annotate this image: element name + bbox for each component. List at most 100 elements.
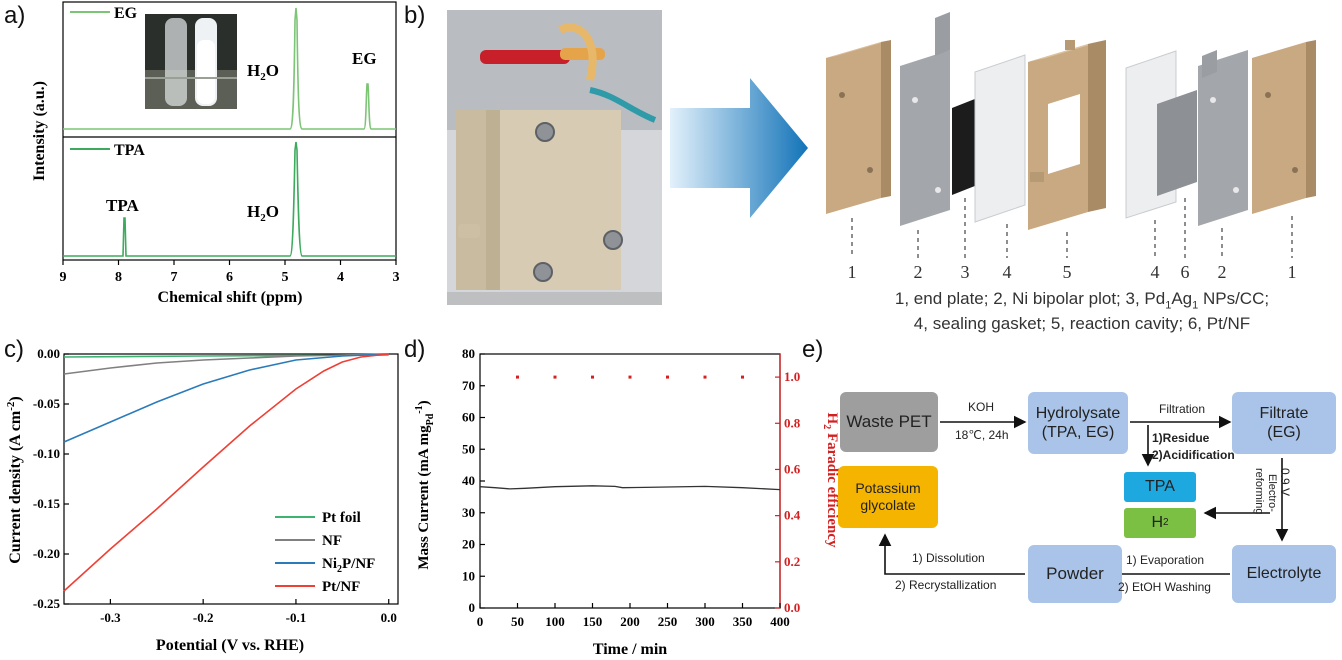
panel-c-ytick-label: -0.05: [33, 396, 61, 411]
residue-label: 1)Residue: [1152, 431, 1210, 445]
panel-d-right-tick-label: 1.0: [784, 369, 800, 384]
legend-tpa-label: TPA: [114, 142, 145, 159]
panel-d-ytick-label: 20: [462, 537, 475, 552]
panel-d-ylabel-right: H2 Faradic efficiency: [821, 413, 840, 548]
panel-d-xtick-label: 100: [545, 614, 565, 629]
legend-eg-label: EG: [114, 5, 138, 22]
panel-d-ytick-label: 10: [462, 568, 475, 583]
faradic-efficiency-point: [628, 375, 632, 379]
caption-line-2: 4, sealing gasket; 5, reaction cavity; 6…: [913, 314, 1251, 334]
part-number: 2: [914, 262, 923, 282]
panel-d-ytick-label: 70: [462, 378, 475, 393]
part-number: 4: [1003, 262, 1012, 282]
tpa-spectrum-line: [63, 141, 396, 257]
panel-c-legend-label: NF: [322, 533, 342, 549]
acidification-label: 2)Acidification: [1152, 448, 1235, 462]
potassium-glycolate-box: Potassium glycolate: [838, 466, 938, 528]
panel-c-ytick-label: 0.00: [37, 346, 60, 361]
big-blue-arrow: [670, 78, 808, 218]
panel-c-legend-label: Pt/NF: [322, 579, 360, 595]
panel-a-xtick-label: 5: [282, 270, 289, 285]
panel-c-ytick-label: -0.15: [33, 496, 61, 511]
panel-c-series-line: [63, 353, 389, 443]
panel-d-right-tick-label: 0.2: [784, 554, 800, 569]
part-leader-lines: [851, 198, 1293, 258]
panel-c-ylabel: Current density (A cm-2): [5, 396, 24, 564]
evaporation-label: 1) Evaporation: [1126, 553, 1205, 567]
caption-line-1: 1, end plate; 2, Ni bipolar plot; 3, Pd1…: [894, 289, 1270, 312]
electro-label-2: reforming: [1253, 468, 1265, 515]
filtrate-box: Filtrate (EG): [1232, 392, 1336, 454]
part-number: 5: [1063, 262, 1072, 282]
eg-spectrum-line: [63, 7, 396, 130]
panel-d-ytick-label: 0: [469, 600, 476, 615]
panel-d-ytick-label: 50: [462, 441, 475, 456]
panel-d-xtick-label: 300: [695, 614, 715, 629]
panel-b-caption: 1, end plate; 2, Ni bipolar plot; 3, Pd1…: [812, 288, 1342, 336]
part-number: 1: [848, 262, 857, 282]
tpa-h2o-peak-label: H2O: [247, 202, 279, 224]
filtrate-line-1: Filtrate: [1259, 404, 1309, 422]
potassium-line-1: Potassium: [855, 480, 921, 497]
electrolyte-box: Electrolyte: [1232, 545, 1336, 603]
panel-d-xtick-label: 400: [770, 614, 790, 629]
tpa-box: TPA: [1124, 472, 1196, 502]
part-number: 4: [1151, 262, 1160, 282]
panel-d-xtick-label: 150: [583, 614, 603, 629]
panel-a-letter: a): [4, 2, 26, 29]
vials-inset-photo: [145, 14, 237, 109]
faradic-efficiency-point: [591, 375, 594, 379]
panel-a-xtick-label: 8: [115, 270, 122, 285]
panel-d-xtick-label: 350: [733, 614, 753, 629]
panel-d-frame: [479, 353, 781, 609]
voltage-label: 0.9 V: [1278, 468, 1292, 497]
panel-d-xtick-label: 0: [477, 614, 484, 629]
exploded-parts: [826, 12, 1316, 230]
panel-d-ytick-label: 60: [462, 410, 475, 425]
panel-a-xtick-label: 9: [60, 270, 67, 285]
panel-d-xlabel: Time / min: [593, 641, 667, 658]
faradic-efficiency-point: [741, 375, 744, 379]
reactor-photo: [447, 10, 662, 305]
panel-d-ytick-label: 40: [462, 473, 475, 488]
filtrate-line-2: (EG): [1267, 424, 1301, 441]
panel-b-letter: b): [404, 2, 426, 29]
waste-pet-box: Waste PET: [840, 392, 938, 452]
flowchart-arrows: [878, 415, 1289, 581]
part-number: 1: [1288, 262, 1297, 282]
panel-d-ytick-label: 30: [462, 505, 475, 520]
tpa-peak-label: TPA: [106, 196, 139, 215]
panel-a-xtick-label: 6: [226, 270, 233, 285]
dissolution-label: 1) Dissolution: [912, 551, 985, 565]
panel-c-frame: [63, 353, 399, 605]
panel-d-right-tick-label: 0.0: [784, 600, 800, 615]
hydrolysate-line-2: (TPA, EG): [1041, 424, 1115, 441]
koh-label: KOH: [968, 400, 995, 414]
faradic-efficiency-point: [553, 375, 557, 379]
panel-c-ytick-label: -0.10: [33, 446, 60, 461]
faradic-efficiency-point: [666, 375, 669, 379]
etoh-washing-label: 2) EtOH Washing: [1118, 580, 1211, 594]
panel-d-right-tick-label: 0.4: [784, 508, 801, 523]
eg-peak-label: EG: [352, 49, 377, 68]
part-number: 3: [961, 262, 970, 282]
panel-d-xtick-label: 50: [511, 614, 524, 629]
filtration-label: Filtration: [1159, 402, 1206, 416]
panel-c-xlabel: Potential (V vs. RHE): [156, 637, 304, 654]
panel-c-xtick-label: -0.3: [100, 610, 121, 625]
panel-d-ytick-label: 80: [462, 346, 475, 361]
panel-c-series: [63, 353, 389, 592]
panel-c-series-line: [63, 353, 389, 592]
part-number: 6: [1181, 262, 1190, 282]
faradic-efficiency-point: [516, 375, 519, 379]
panel-d-xtick-label: 250: [658, 614, 678, 629]
panel-a-ylabel: Intensity (a.u.): [31, 81, 48, 181]
